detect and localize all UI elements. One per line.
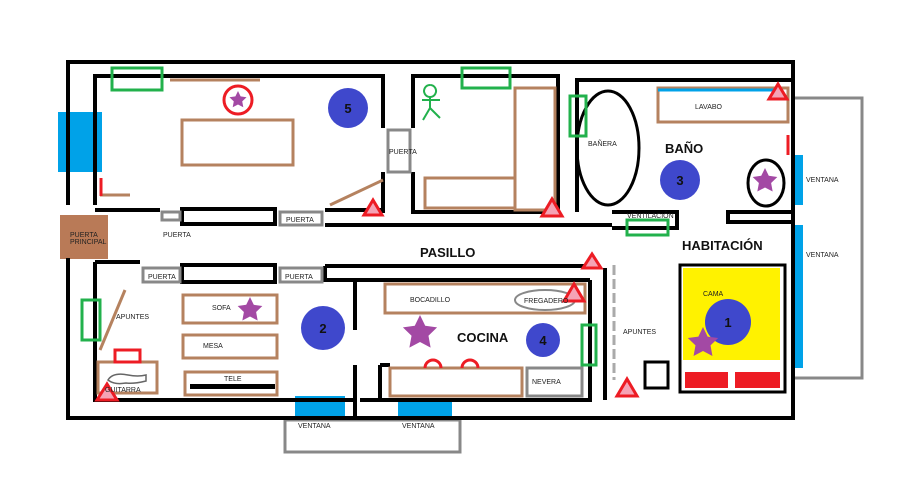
window-right-2 [795,225,803,368]
label-tele: TELE [224,376,242,383]
room-pasillo: PASILLO [420,245,475,260]
room-cocina: COCINA [457,330,509,345]
label-guitarra: GUITARRA [105,387,141,394]
label-main-door-1: PUERTA [70,232,98,239]
interior-doors[interactable] [141,128,412,284]
window-right-1 [795,155,803,205]
toilet [746,158,786,208]
tv [190,384,275,389]
label-bocadillo: BOCADILLO [410,297,451,304]
label-door-1: PUERTA [163,232,191,239]
red-marks [99,135,790,196]
label-apuntes-bedroom: APUNTES [623,329,656,336]
label-sofa: SOFA [212,305,231,312]
pillow-1 [685,372,728,388]
room-bano: BAÑO [665,141,703,156]
label-door-room5: PUERTA [389,149,417,156]
label-banera: BAÑERA [588,139,617,148]
person-icon [422,84,441,121]
guitar-icon [107,373,147,385]
marker-4: 4 [539,333,547,348]
star-ring [222,84,254,116]
label-ventilacion: VENTILACIÓN [627,211,674,220]
marker-5: 5 [344,101,351,116]
guitar-stand [113,348,142,364]
stove-burners [423,358,480,369]
pillow-2 [735,372,780,388]
marker-2: 2 [319,321,326,336]
label-lavabo: LAVABO [695,104,723,111]
marker-3: 3 [676,173,683,188]
bathtub [575,89,641,207]
fridge [525,366,584,398]
marker-1: 1 [724,315,731,330]
label-fregadero: FREGADERO [524,298,569,305]
label-door-2: PUERTA [286,217,314,224]
room-habitacion: HABITACIÓN [682,238,763,253]
walls [66,60,795,420]
label-ventana-4: VENTANA [402,423,435,430]
label-door-4: PUERTA [285,274,313,281]
label-cama: CAMA [703,291,724,298]
star-icons [229,91,778,356]
label-nevera: NEVERA [532,379,561,386]
green-markers [80,66,670,367]
window-frame-right [791,96,864,380]
label-apuntes-living: APUNTES [116,314,149,321]
furniture [96,78,790,398]
label-ventana-2: VENTANA [806,252,839,259]
bed-frame [678,263,787,394]
label-main-door-2: PRINCIPAL [70,239,107,246]
warning-triangles [94,81,790,402]
label-door-3: PUERTA [148,274,176,281]
label-ventana-1: VENTANA [806,177,839,184]
nightstand [643,360,670,390]
numbered-markers [301,88,751,357]
window-bottom-2 [398,398,452,420]
main-door[interactable] [60,215,108,259]
label-mesa: MESA [203,343,223,350]
label-ventana-3: VENTANA [298,423,331,430]
